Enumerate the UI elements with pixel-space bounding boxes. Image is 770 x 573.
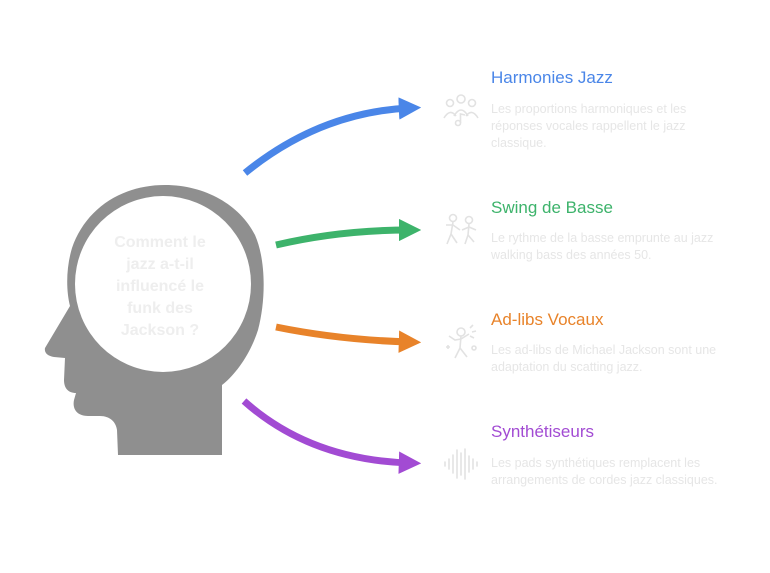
arrow-synthetiseurs	[241, 398, 422, 474]
branch-title-harmonies-jazz: Harmonies Jazz	[491, 68, 613, 87]
dancers-icon	[446, 213, 477, 245]
singer-icon	[446, 324, 477, 359]
central-question: Comment le jazz a-t-il influencé le funk…	[114, 234, 206, 339]
people-group-icon	[443, 94, 479, 127]
branch-description-swing-de-basse: Le rythme de la basse emprunte au jazz w…	[491, 231, 714, 262]
thought-circle	[75, 196, 251, 372]
branch-description-harmonies-jazz: Les proportions harmoniques et les répon…	[491, 102, 687, 150]
sound-wave-icon	[444, 448, 478, 480]
arrow-harmonies-jazz	[242, 97, 422, 176]
branch-description-synthetiseurs: Les pads synthétiques remplacent les arr…	[491, 456, 718, 487]
branch-title-ad-libs-vocaux: Ad-libs Vocaux	[491, 310, 604, 329]
arrow-swing-de-basse	[275, 218, 422, 249]
branch-title-swing-de-basse: Swing de Basse	[491, 198, 613, 217]
arrow-ad-libs-vocaux	[275, 323, 422, 353]
branch-title-synthetiseurs: Synthétiseurs	[491, 422, 594, 441]
branch-description-ad-libs-vocaux: Les ad-libs de Michael Jackson sont une …	[491, 343, 717, 374]
